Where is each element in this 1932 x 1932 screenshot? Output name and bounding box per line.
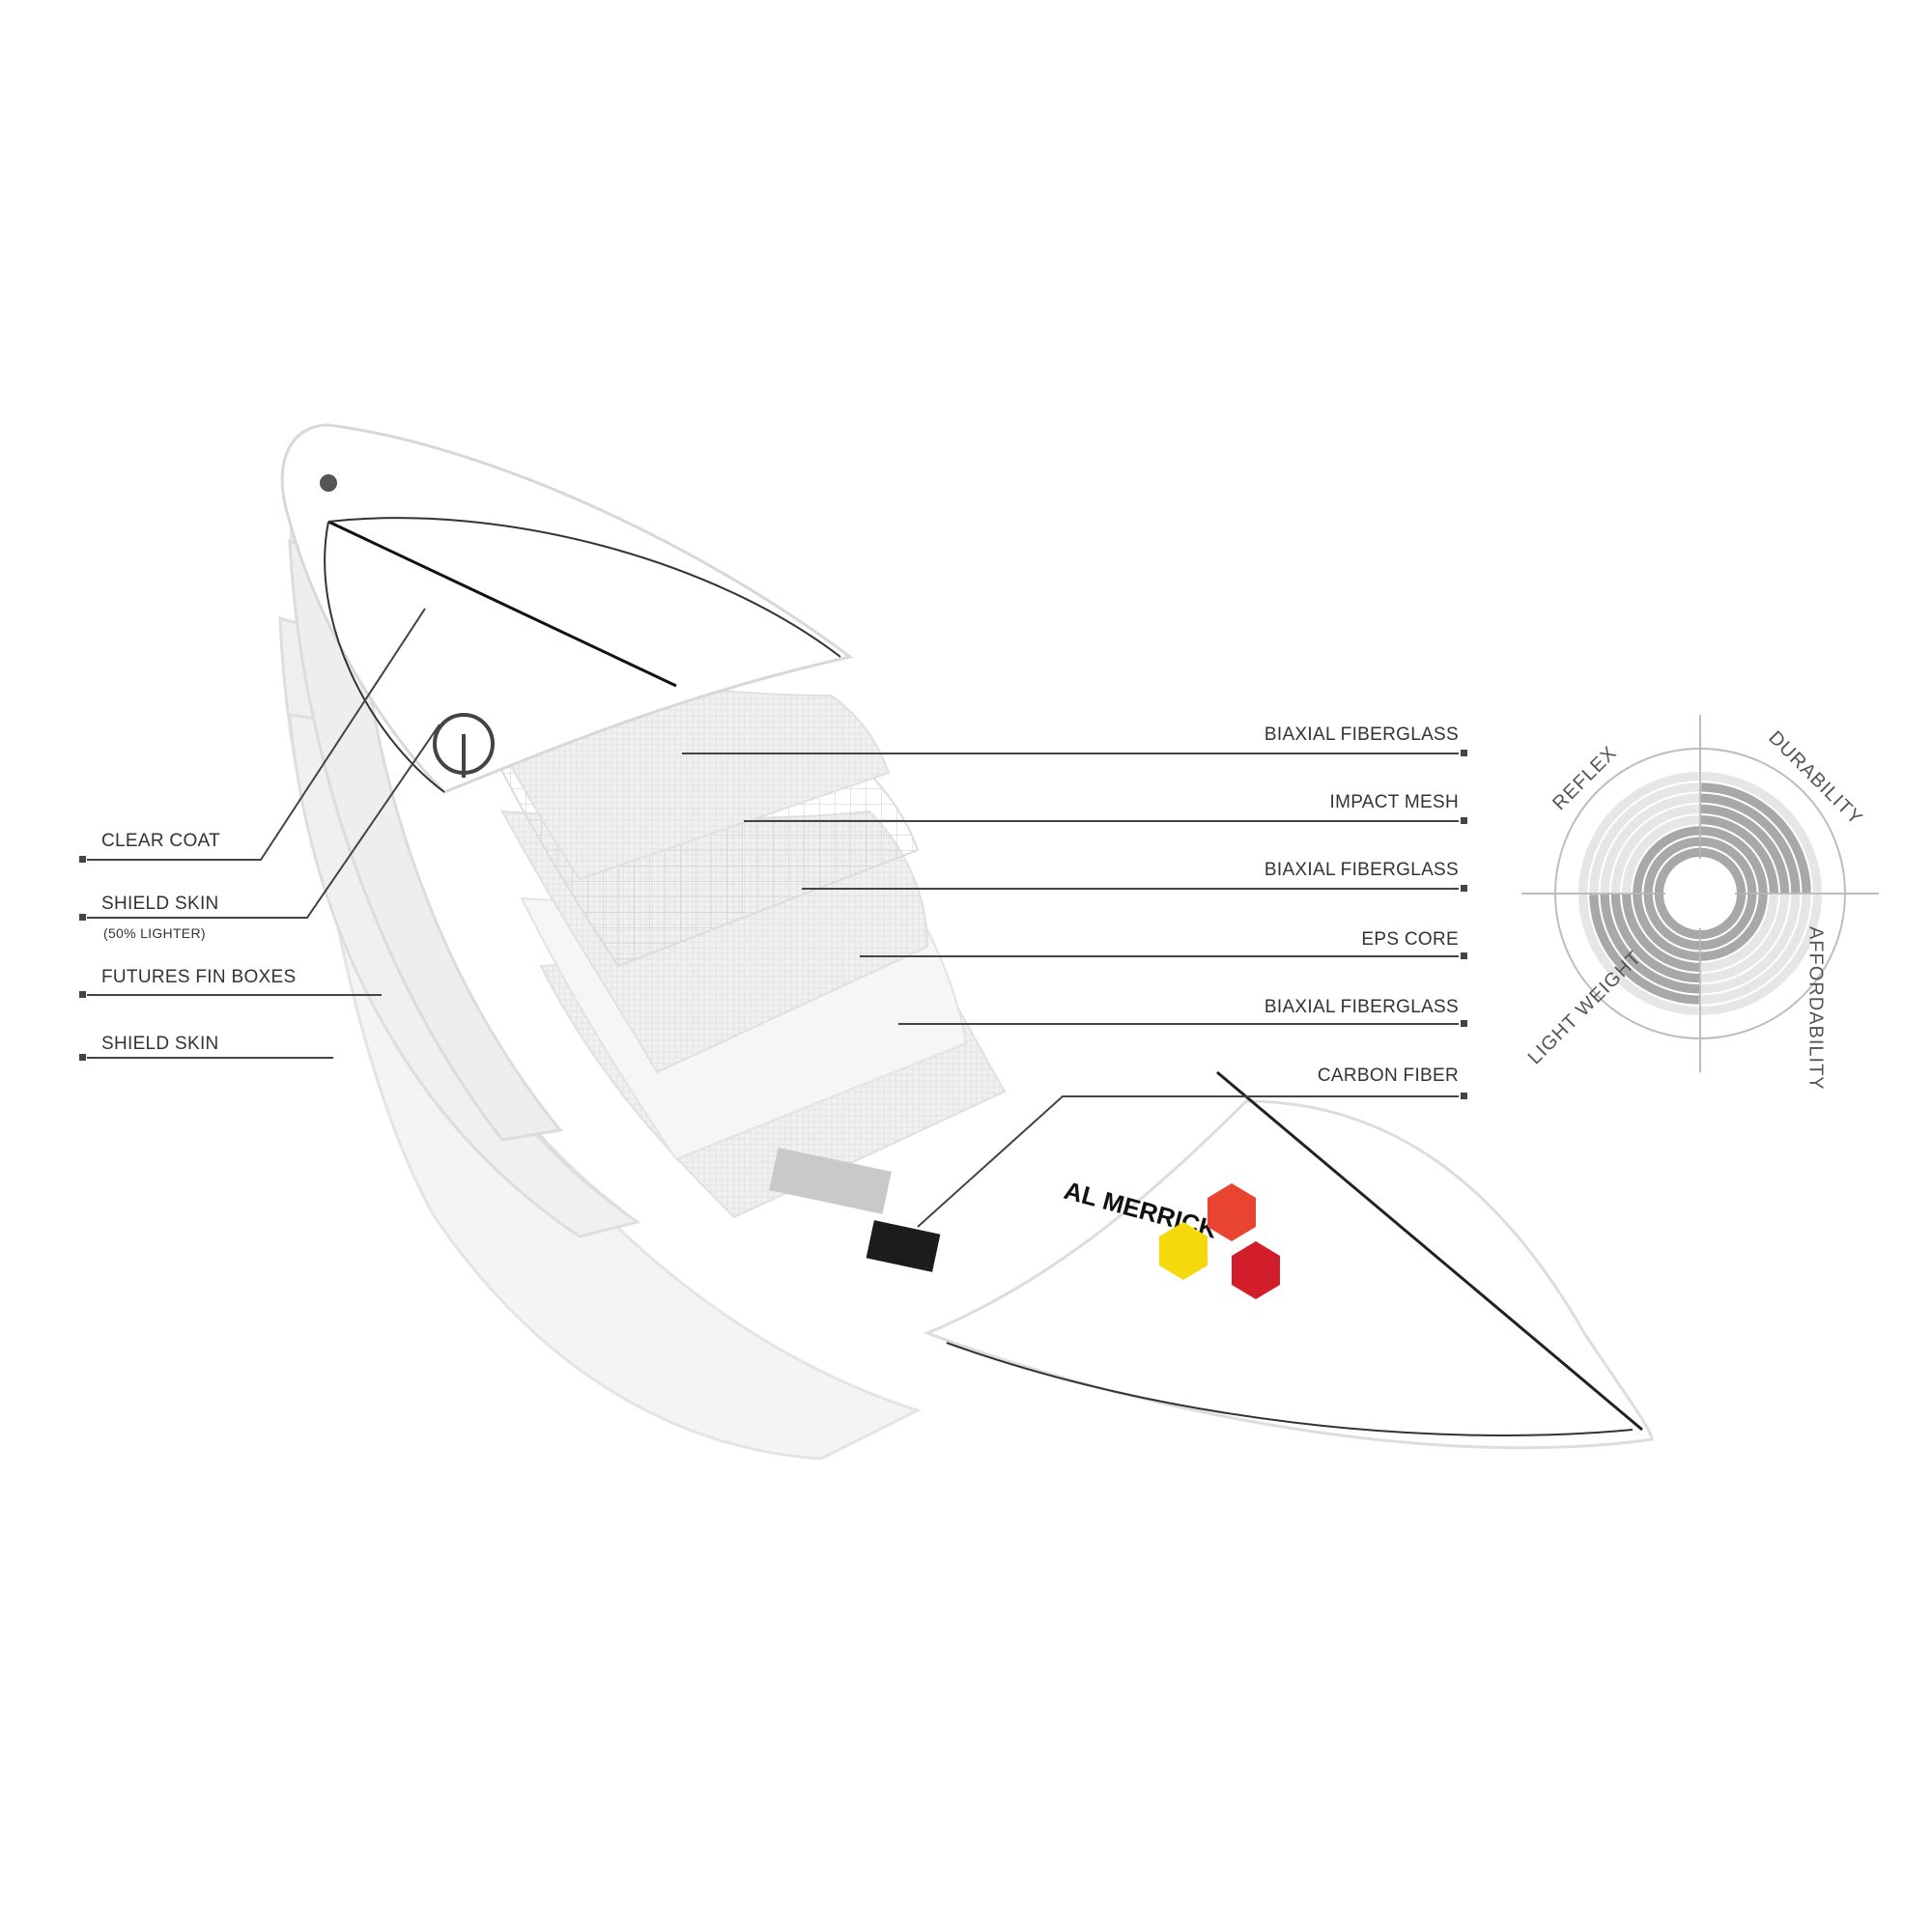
- wheel-segment-light-weight: [1643, 894, 1700, 951]
- right-leader-dots: [1461, 750, 1467, 1099]
- wheel-segment-affordability: [1700, 894, 1757, 951]
- dot-carbon-fiber: [1461, 1093, 1467, 1099]
- wheel-segment-reflex: [1654, 847, 1700, 894]
- leader-clear-coat: [87, 608, 426, 861]
- wheel-segment-reflex: [1600, 793, 1700, 894]
- wheel-segment-reflex: [1610, 804, 1700, 894]
- wheel-segment-affordability: [1700, 894, 1790, 983]
- label-shield-skin-top: SHIELD SKIN: [101, 894, 219, 914]
- rating-wheel: REFLEX DURABILITY AFFORDABILITY LIGHT WEIGH…: [1521, 715, 1879, 1091]
- rail-outline-tail: [946, 1342, 1634, 1436]
- hex-red-orange: [1208, 1183, 1256, 1241]
- label-futures-fin-boxes: FUTURES FIN BOXES: [101, 967, 297, 987]
- carbon-fiber-strip-dark: [866, 1220, 941, 1272]
- wheel-segment-light-weight: [1589, 895, 1699, 1005]
- dot-fin-boxes: [79, 991, 86, 998]
- wheel-segment-durability: [1700, 826, 1768, 894]
- wheel-segment-durability: [1700, 804, 1790, 894]
- wheel-segment-reflex: [1589, 782, 1699, 893]
- label-impact-mesh: IMPACT MESH: [1329, 792, 1459, 812]
- dot-impact-mesh: [1461, 817, 1467, 824]
- wheel-segment-durability: [1700, 837, 1757, 894]
- wheel-segment-reflex: [1633, 826, 1700, 894]
- clear-coat-layer: [280, 423, 854, 794]
- wheel-segment-reflex: [1622, 815, 1700, 894]
- stringer-top: [327, 520, 677, 688]
- hex-yellow: [1159, 1222, 1208, 1280]
- wheel-segment-light-weight: [1600, 894, 1700, 994]
- wheel-segment-durability: [1701, 772, 1822, 893]
- wheel-segment-affordability: [1701, 895, 1811, 1005]
- wheel-segment-affordability: [1700, 894, 1801, 994]
- dot-clear-coat: [79, 856, 86, 863]
- wheel-segment-light-weight: [1610, 894, 1700, 983]
- wheel-segment-durability: [1700, 815, 1778, 894]
- wheel-segment-durability: [1700, 847, 1747, 894]
- label-biaxial-fiberglass-3: BIAXIAL FIBERGLASS: [1264, 997, 1459, 1017]
- torq-logo-icon: [433, 713, 495, 778]
- carbon-fiber-strip-light: [769, 1147, 892, 1214]
- wheel-segment-light-weight: [1622, 894, 1700, 972]
- leader-shield-skin-top: [87, 724, 440, 919]
- wheel-segment-reflex: [1578, 772, 1699, 893]
- dot-biaxial-1: [1461, 750, 1467, 756]
- tail-deck-piece: [923, 1099, 1654, 1450]
- wheel-segment-affordability: [1700, 894, 1778, 972]
- wheel-segment-affordability: [1700, 894, 1768, 961]
- right-leaders: [682, 753, 1459, 1228]
- hex-red: [1232, 1241, 1280, 1299]
- wheel-segment-light-weight: [1633, 894, 1700, 961]
- wheel-segment-light-weight: [1578, 895, 1699, 1015]
- wheel-label-light-weight: LIGHT WEIGHT: [1524, 947, 1646, 1068]
- wheel-segment-light-weight: [1654, 894, 1700, 940]
- dot-biaxial-3: [1461, 1020, 1467, 1027]
- wheel-segment-reflex: [1643, 837, 1700, 894]
- wheel-segment-durability: [1701, 782, 1811, 893]
- left-leaders: [87, 608, 440, 1059]
- wheel-label-reflex: REFLEX: [1548, 742, 1621, 814]
- leader-carbon-fiber: [917, 1095, 1459, 1228]
- rail-outline-top-left: [324, 521, 445, 793]
- label-clear-coat: CLEAR COAT: [101, 831, 221, 851]
- label-biaxial-fiberglass-2: BIAXIAL FIBERGLASS: [1264, 860, 1459, 880]
- wheel-segment-affordability: [1701, 895, 1822, 1015]
- label-carbon-fiber: CARBON FIBER: [1317, 1065, 1459, 1086]
- label-biaxial-fiberglass-1: BIAXIAL FIBERGLASS: [1264, 724, 1459, 745]
- wheel-hub: [1665, 859, 1735, 928]
- dot-shield-skin-bottom: [79, 1054, 86, 1061]
- dot-shield-skin-top: [79, 914, 86, 921]
- label-shield-skin-bottom: SHIELD SKIN: [101, 1034, 219, 1054]
- wheel-label-affordability: AFFORDABILITY: [1805, 926, 1827, 1091]
- leash-plug-icon: [320, 474, 337, 492]
- left-leader-dots: [79, 856, 86, 1061]
- label-eps-core: EPS CORE: [1361, 929, 1459, 950]
- wheel-label-durability: DURABILITY: [1764, 727, 1866, 830]
- stringer-tail: [1216, 1070, 1643, 1432]
- rail-layer-3: [288, 538, 563, 1142]
- label-shield-skin-note: (50% LIGHTER): [103, 925, 206, 941]
- rail-outline-top: [327, 517, 841, 658]
- dot-eps-core: [1461, 952, 1467, 959]
- dot-biaxial-2: [1461, 885, 1467, 892]
- wheel-segment-durability: [1700, 793, 1801, 894]
- wheel-segment-affordability: [1700, 894, 1747, 940]
